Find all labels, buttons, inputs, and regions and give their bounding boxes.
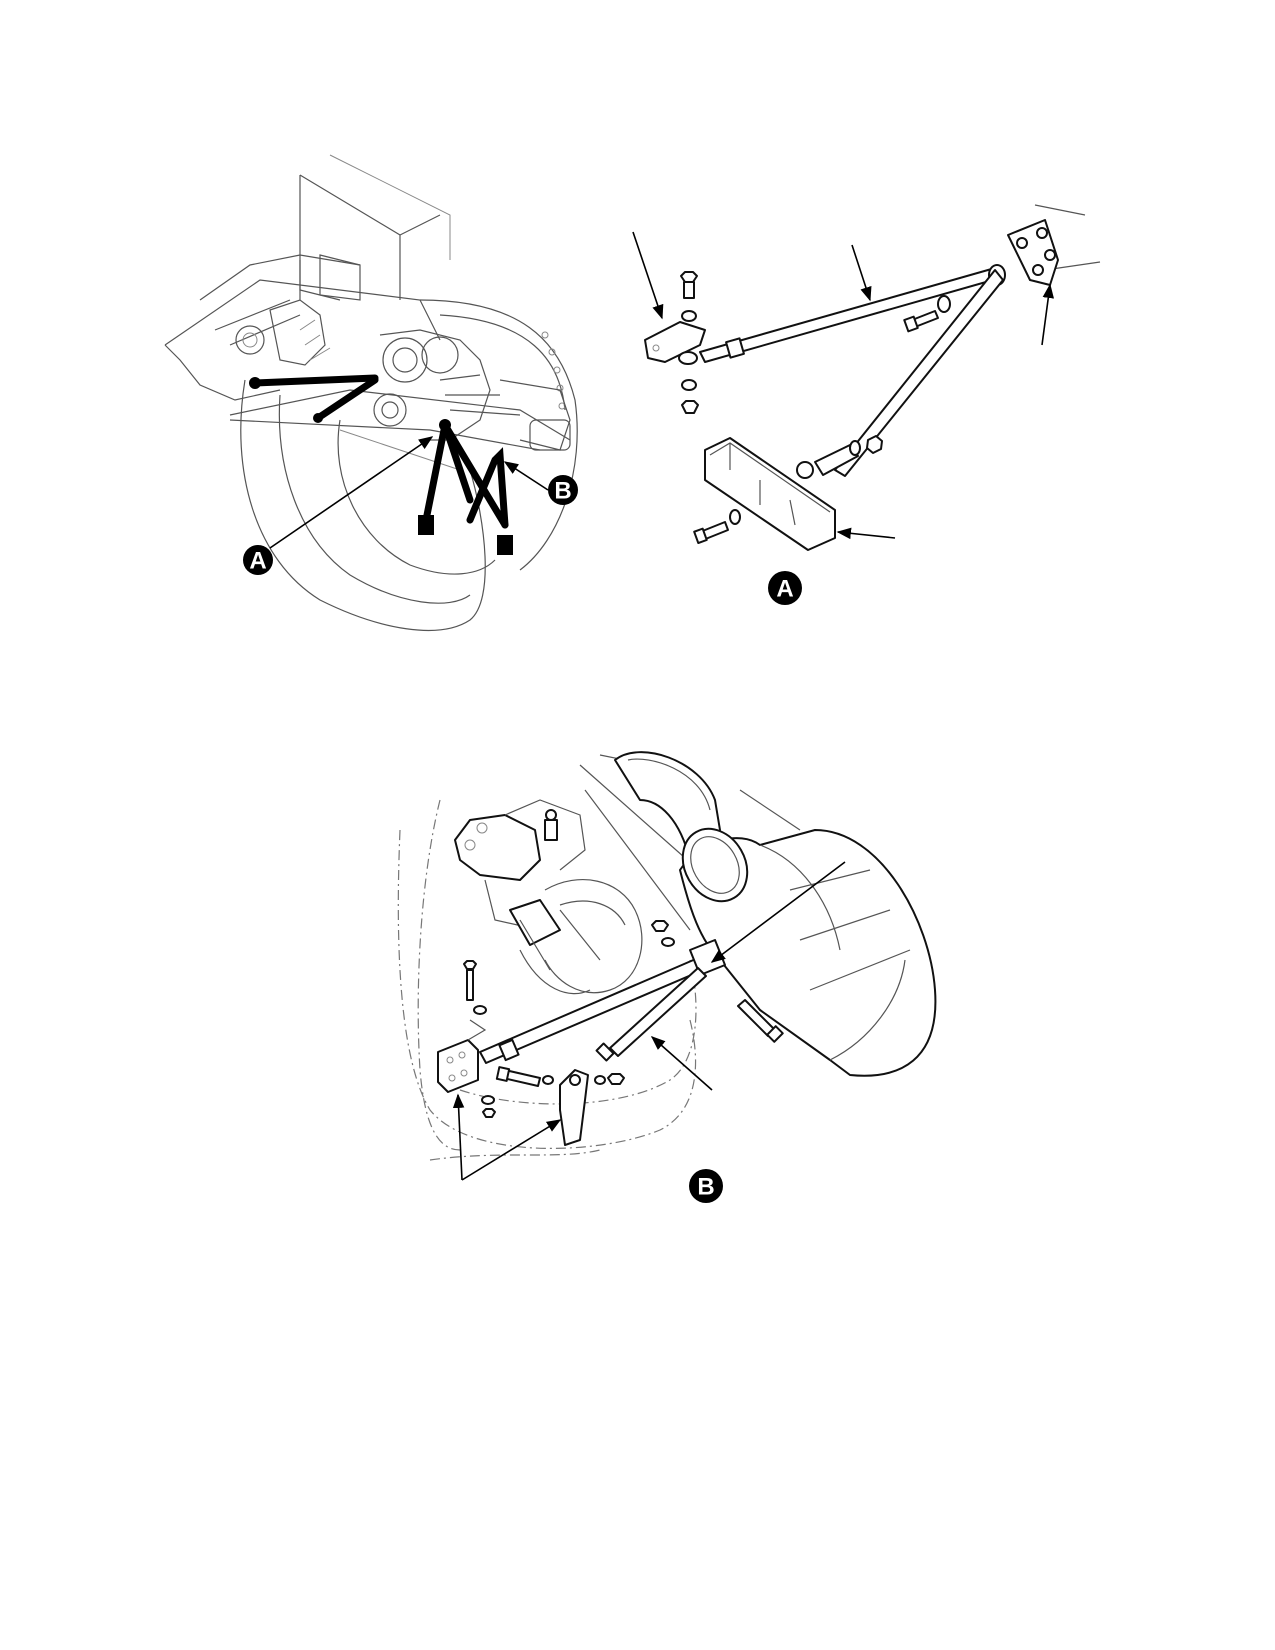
leader-bracket [632, 231, 664, 320]
detail-b-view: B [397, 751, 937, 1203]
left-bracket-hardware [644, 271, 706, 414]
leader-b-bracket [452, 1093, 465, 1181]
callout-overview-a: A [243, 545, 273, 575]
b-lower-rod [595, 967, 707, 1062]
leader-overview-a [269, 436, 434, 549]
leader-upper-rod [851, 244, 872, 302]
leader-b-upper [710, 861, 846, 963]
callout-overview-b: B [548, 475, 578, 505]
phantom-outlines [397, 799, 697, 1161]
leader-channel [836, 527, 896, 540]
actuator-cluster [454, 799, 643, 995]
svg-text:A: A [776, 576, 793, 603]
lower-strut-rod [796, 269, 1004, 479]
b-lower-clevis [495, 1066, 625, 1146]
junction-bolt [903, 295, 951, 333]
upper-fitting-plate [1007, 204, 1101, 286]
highlighted-struts [249, 374, 513, 555]
large-duct-boot [679, 827, 937, 1077]
leader-b-clevis [461, 1119, 562, 1181]
b-left-bracket [437, 960, 496, 1118]
leader-overview-b [503, 461, 549, 491]
b-upper-rod [479, 939, 726, 1064]
overview-view: A B [164, 154, 578, 631]
svg-text:B: B [697, 1174, 714, 1201]
svg-text:B: B [554, 478, 571, 505]
callout-detail-a: A [768, 571, 802, 605]
airframe-structure [164, 154, 578, 631]
leader-b-lower-rod [650, 1036, 713, 1091]
svg-text:A: A [249, 548, 266, 575]
leader-fitting-plate [1041, 283, 1054, 346]
b-nut-washer [651, 920, 675, 947]
detail-a-view: A [632, 204, 1101, 605]
b-right-bolt [737, 999, 784, 1043]
callout-detail-b: B [689, 1169, 723, 1203]
lower-channel-fitting [693, 437, 836, 551]
